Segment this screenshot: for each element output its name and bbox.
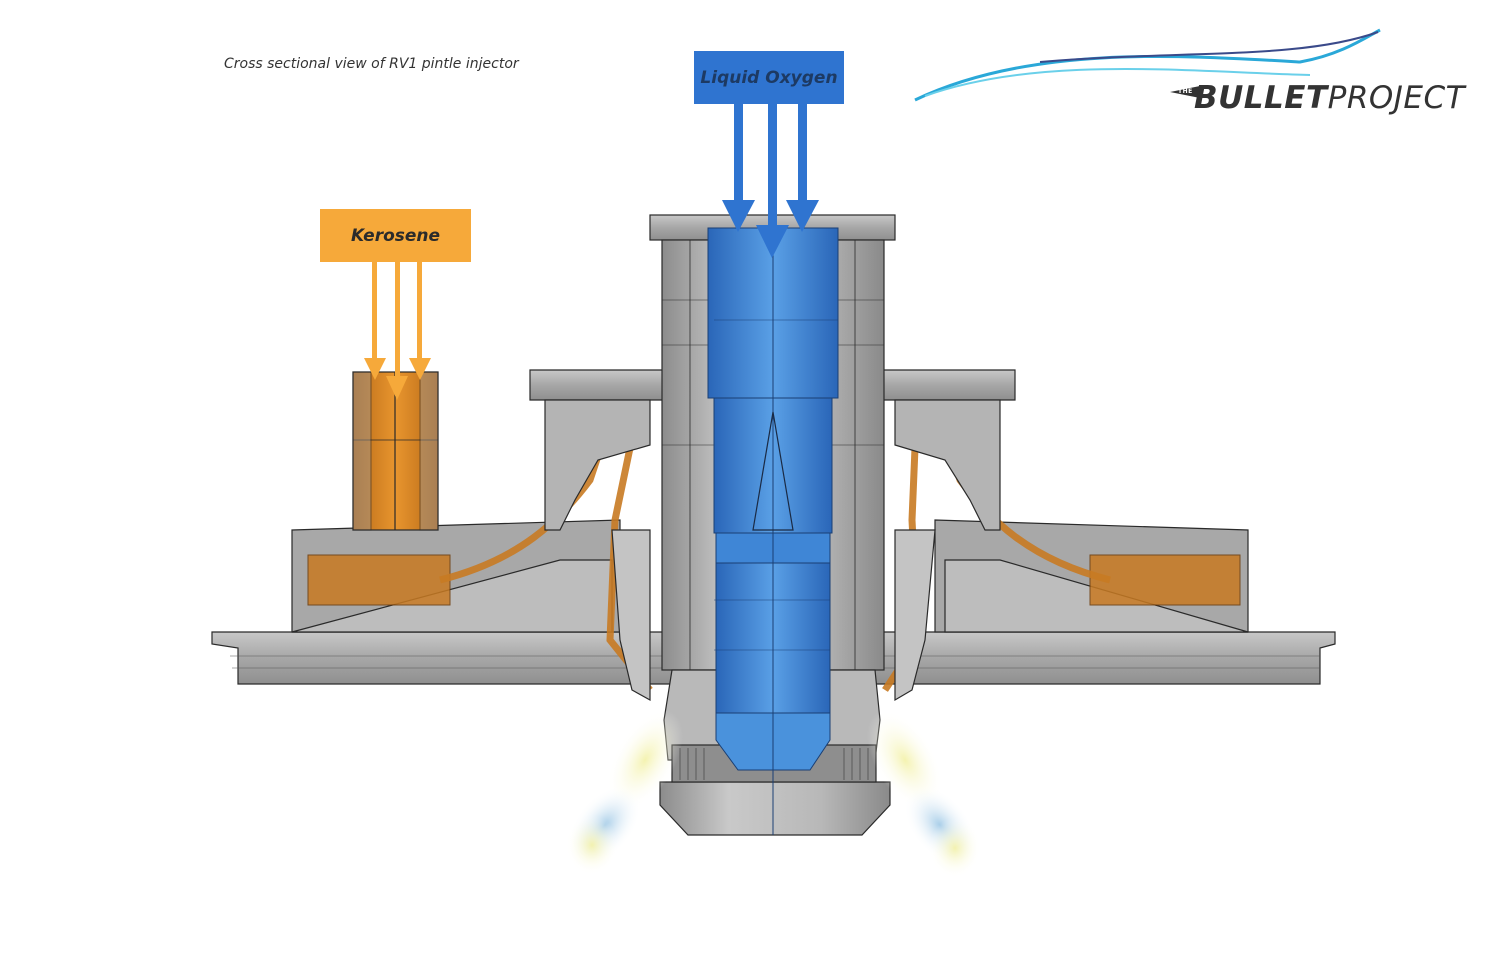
kerosene-label-box bbox=[320, 209, 471, 262]
liquid-oxygen-label: Liquid Oxygen bbox=[700, 67, 838, 88]
bullet-project-logo: BULLETPROJECT bbox=[1194, 80, 1465, 116]
lox-label-box bbox=[694, 51, 844, 104]
spray-plume-left bbox=[566, 710, 683, 875]
logo-prefix: THE bbox=[1178, 88, 1193, 95]
kerosene-flow-arrows bbox=[364, 262, 431, 400]
logo-bold-text: BULLET bbox=[1194, 80, 1328, 116]
logo-swoosh bbox=[914, 28, 1381, 102]
logo-light-text: PROJECT bbox=[1327, 80, 1466, 116]
kerosene-label: Kerosene bbox=[350, 225, 441, 246]
injector-housing bbox=[529, 369, 1016, 702]
kerosene-inlet-pipe bbox=[352, 371, 439, 531]
diagram-caption: Cross sectional view of RV1 pintle injec… bbox=[224, 56, 519, 72]
spray-plume-right bbox=[867, 710, 981, 878]
lox-channel bbox=[707, 227, 839, 835]
lox-flow-arrows bbox=[722, 104, 819, 258]
